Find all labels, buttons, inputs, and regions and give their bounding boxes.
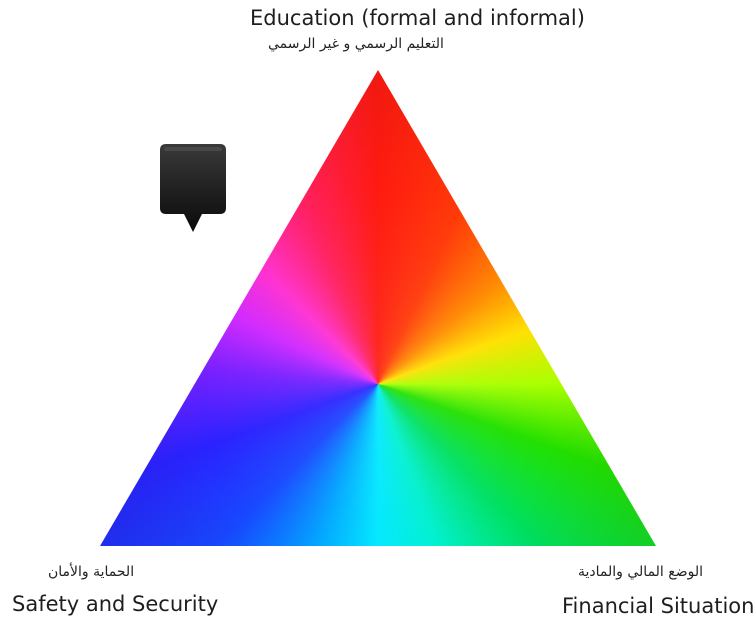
vertex-label-safety-en: Safety and Security	[12, 592, 219, 616]
vertex-label-financial-en: Financial Situation	[562, 594, 755, 618]
apex-label-education-en: Education (formal and informal)	[250, 6, 585, 30]
vertex-label-financial-ar: الوضع المالي والمادية	[578, 564, 703, 580]
apex-label-education-ar: التعليم الرسمي و غير الرسمي	[268, 36, 444, 52]
vertex-label-safety-ar: الحماية والأمان	[48, 564, 135, 580]
triangle-shading	[100, 70, 656, 546]
map-pin-marker-icon[interactable]	[160, 144, 226, 234]
